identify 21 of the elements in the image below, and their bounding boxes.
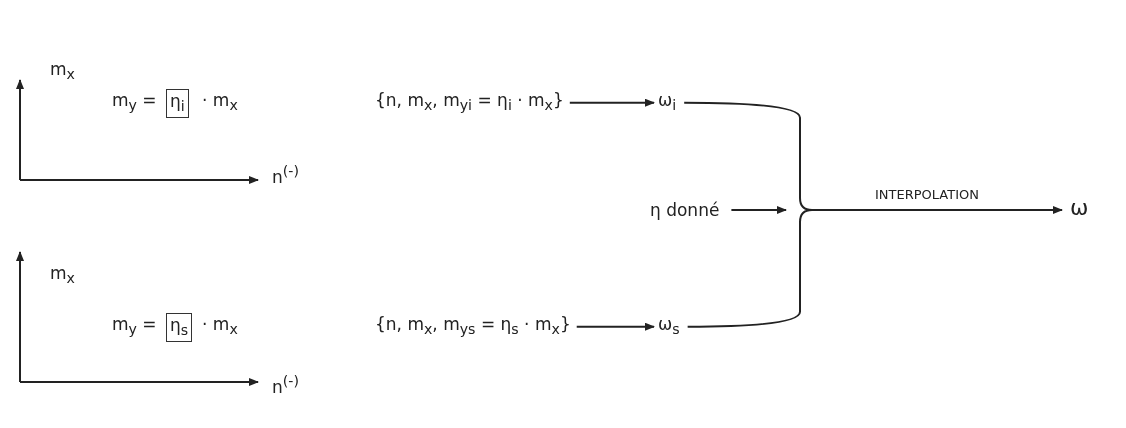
formula-text: m$_{y}$ = [112, 313, 157, 340]
axis-label: m$_{x}$ [50, 58, 75, 85]
boxed-coefficient: η$_{s}$ [166, 313, 193, 343]
formula-text: m$_{y}$ = [112, 89, 157, 116]
given-value: η donné [650, 199, 720, 221]
boxed-coefficient: η$_{i}$ [166, 89, 189, 119]
result-symbol: ω$_{i}$ [658, 89, 677, 117]
brace-arrow [683, 101, 1063, 328]
formula-text: · m$_{x}$ [202, 313, 238, 340]
arrow [568, 98, 655, 107]
formula-text: · m$_{x}$ [202, 89, 238, 116]
axis-label: n$^{(-)}$ [272, 372, 299, 398]
result-symbol: ω [1070, 197, 1089, 219]
axis-label: n$^{(-)}$ [272, 162, 299, 188]
result-symbol: ω$_{s}$ [658, 313, 680, 341]
arrow [575, 322, 655, 331]
edge-label: INTERPOLATION [875, 186, 979, 204]
set-expression: {n, m$_{x}$, m$_{ys}$ = η$_{s}$ · m$_{x}$} [375, 313, 571, 341]
set-expression: {n, m$_{x}$, m$_{yi}$ = η$_{i}$ · m$_{x}$} [375, 89, 564, 117]
arrow [730, 206, 787, 214]
axis-label: m$_{x}$ [50, 262, 75, 289]
